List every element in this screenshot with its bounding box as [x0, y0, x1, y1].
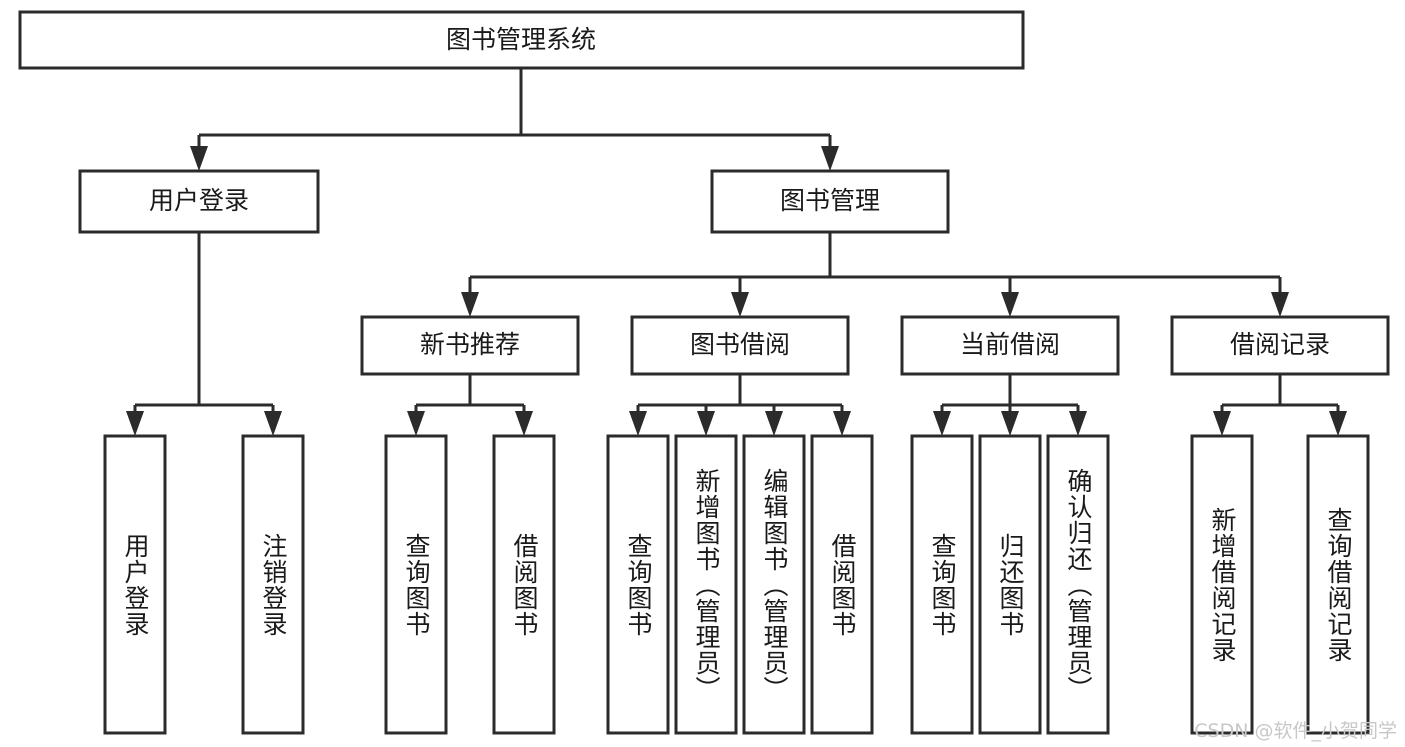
leaf-user-login-2-label: 注销登录	[259, 532, 288, 637]
leaf-user-login-1[interactable]: 用户登录	[103, 434, 167, 735]
node-new-book-recommend[interactable]: 新书推荐	[360, 315, 580, 376]
csdn-watermark: CSDN @软件_小贺同学	[1194, 720, 1397, 742]
leaf-current-borrow-2-label: 归还图书	[996, 532, 1025, 637]
arrow-user-login-leaf-1	[126, 411, 144, 436]
leaf-current-borrow-3[interactable]: 确认归还（管理员）	[1046, 434, 1110, 735]
node-book-manage-box[interactable]	[710, 169, 950, 234]
arrow-book-borrow-leaf-4	[833, 411, 851, 436]
node-current-borrow-label: 当前借阅	[960, 330, 1060, 359]
leaf-book-borrow-3-label: 编辑图书（管理员）	[760, 467, 789, 702]
node-user-login-box[interactable]	[78, 169, 320, 234]
connector-layer	[126, 68, 1347, 436]
arrow-book-borrow-leaf-3	[765, 411, 783, 436]
leaf-new-book-1[interactable]: 查询图书	[384, 434, 448, 735]
node-user-login[interactable]: 用户登录	[78, 169, 320, 234]
leaf-current-borrow-1[interactable]: 查询图书	[910, 434, 974, 735]
leaf-book-borrow-3[interactable]: 编辑图书（管理员）	[742, 434, 806, 735]
node-book-manage-label: 图书管理	[780, 186, 880, 215]
leaf-book-borrow-1[interactable]: 查询图书	[606, 434, 670, 735]
leaf-book-borrow-3-box[interactable]	[742, 434, 806, 735]
leaf-current-borrow-3-label: 确认归还（管理员）	[1064, 467, 1093, 702]
leaf-borrow-record-2-box[interactable]	[1306, 434, 1370, 735]
leaf-current-borrow-1-label: 查询图书	[928, 532, 957, 637]
arrow-current-borrow-leaf-2	[1001, 411, 1019, 436]
node-borrow-record-box[interactable]	[1170, 315, 1390, 376]
arrow-root-to-book-manage	[821, 146, 839, 171]
node-book-borrow-label: 图书借阅	[690, 330, 790, 359]
leaf-user-login-1-box[interactable]	[103, 434, 167, 735]
leaf-book-borrow-4[interactable]: 借阅图书	[810, 434, 874, 735]
arrow-to-book-borrow	[731, 292, 749, 317]
arrow-root-to-user-login	[190, 146, 208, 171]
leaf-current-borrow-2-box[interactable]	[978, 434, 1042, 735]
leaf-book-borrow-1-box[interactable]	[606, 434, 670, 735]
arrow-user-login-leaf-2	[264, 411, 282, 436]
leaf-book-borrow-2[interactable]: 新增图书（管理员）	[674, 434, 738, 735]
leaf-new-book-2-label: 借阅图书	[510, 532, 539, 637]
node-borrow-record-label: 借阅记录	[1230, 330, 1330, 359]
leaf-user-login-2[interactable]: 注销登录	[241, 434, 305, 735]
arrow-to-new-book-recommend	[461, 292, 479, 317]
arrow-borrow-record-leaf-2	[1329, 411, 1347, 436]
leaf-current-borrow-2[interactable]: 归还图书	[978, 434, 1042, 735]
leaf-current-borrow-3-box[interactable]	[1046, 434, 1110, 735]
leaf-user-login-1-label: 用户登录	[121, 532, 150, 637]
leaf-book-borrow-1-label: 查询图书	[624, 532, 653, 637]
node-current-borrow-box[interactable]	[900, 315, 1120, 376]
node-new-book-recommend-box[interactable]	[360, 315, 580, 376]
arrow-borrow-record-leaf-1	[1213, 411, 1231, 436]
leaf-new-book-1-box[interactable]	[384, 434, 448, 735]
leaf-new-book-1-label: 查询图书	[402, 532, 431, 637]
node-root[interactable]: 图书管理系统	[18, 10, 1025, 70]
leaf-borrow-record-1[interactable]: 新增借阅记录	[1190, 434, 1254, 735]
node-borrow-record[interactable]: 借阅记录	[1170, 315, 1390, 376]
arrow-current-borrow-leaf-3	[1069, 411, 1087, 436]
leaf-new-book-2-box[interactable]	[492, 434, 556, 735]
node-book-borrow-box[interactable]	[630, 315, 850, 376]
arrow-new-book-leaf-2	[515, 411, 533, 436]
node-user-login-label: 用户登录	[149, 186, 249, 215]
node-current-borrow[interactable]: 当前借阅	[900, 315, 1120, 376]
leaf-borrow-record-1-label: 新增借阅记录	[1208, 506, 1237, 663]
leaf-book-borrow-4-box[interactable]	[810, 434, 874, 735]
node-book-borrow[interactable]: 图书借阅	[630, 315, 850, 376]
leaf-borrow-record-2-label: 查询借阅记录	[1324, 506, 1353, 663]
leaf-book-borrow-4-label: 借阅图书	[828, 532, 857, 637]
arrow-new-book-leaf-1	[407, 411, 425, 436]
arrow-to-current-borrow	[1001, 292, 1019, 317]
leaf-borrow-record-2[interactable]: 查询借阅记录	[1306, 434, 1370, 735]
arrow-to-borrow-record	[1271, 292, 1289, 317]
leaf-borrow-record-1-box[interactable]	[1190, 434, 1254, 735]
leaf-book-borrow-2-box[interactable]	[674, 434, 738, 735]
node-book-manage[interactable]: 图书管理	[710, 169, 950, 234]
arrow-book-borrow-leaf-1	[629, 411, 647, 436]
node-new-book-recommend-label: 新书推荐	[420, 330, 520, 359]
arrow-book-borrow-leaf-2	[697, 411, 715, 436]
leaf-book-borrow-2-label: 新增图书（管理员）	[692, 467, 721, 702]
leaf-current-borrow-1-box[interactable]	[910, 434, 974, 735]
node-root-box[interactable]	[18, 10, 1025, 70]
node-root-label: 图书管理系统	[446, 25, 596, 54]
leaf-user-login-2-box[interactable]	[241, 434, 305, 735]
leaf-new-book-2[interactable]: 借阅图书	[492, 434, 556, 735]
arrow-current-borrow-leaf-1	[933, 411, 951, 436]
